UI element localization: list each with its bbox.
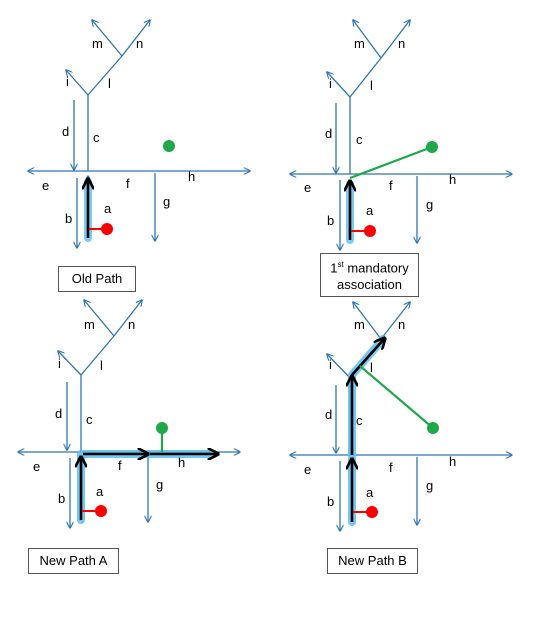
caption-ordinal-suffix: st <box>337 260 344 270</box>
gps-next-point <box>426 141 438 153</box>
gps-start-point <box>101 223 113 235</box>
caption-line-1: 1st mandatory <box>330 257 409 276</box>
caption-old-path: Old Path <box>58 266 136 292</box>
association-line <box>349 145 433 180</box>
label-d: d <box>55 406 62 421</box>
label-b: b <box>327 494 334 509</box>
road-links <box>290 302 512 531</box>
label-c: c <box>86 412 93 427</box>
label-f: f <box>389 178 393 193</box>
caption-first-mandatory-association: 1st mandatory association <box>320 253 419 297</box>
label-b: b <box>327 213 334 228</box>
label-l: l <box>100 358 103 373</box>
path-link-l <box>351 339 384 376</box>
gps-start-point <box>366 506 378 518</box>
label-g: g <box>426 197 433 212</box>
label-b: b <box>58 491 65 506</box>
caption-line-2: association <box>336 276 403 292</box>
caption-new-path-b: New Path B <box>327 548 418 574</box>
gps-start-point <box>364 225 376 237</box>
label-n: n <box>136 36 143 51</box>
label-m: m <box>84 317 95 332</box>
gps-start-point <box>95 505 107 517</box>
label-l: l <box>108 76 111 91</box>
label-d: d <box>325 126 332 141</box>
caption-new-path-a-text: New Path A <box>39 553 108 568</box>
label-a: a <box>366 485 374 500</box>
panel-new-path-b: m n i l d c e f h b a g <box>290 302 512 531</box>
label-g: g <box>156 477 163 492</box>
label-c: c <box>356 413 363 428</box>
label-d: d <box>62 124 69 139</box>
caption-old-path-text: Old Path <box>71 271 123 286</box>
label-e: e <box>33 459 40 474</box>
label-c: c <box>356 132 363 147</box>
label-c: c <box>93 130 100 145</box>
caption-new-path-a: New Path A <box>28 548 119 574</box>
label-f: f <box>126 176 130 191</box>
association-line <box>359 365 434 429</box>
label-g: g <box>426 478 433 493</box>
label-i: i <box>58 356 61 371</box>
road-links <box>290 20 512 250</box>
panel-old-path: m n i l d c e f h b a g <box>28 20 250 248</box>
label-n: n <box>398 36 405 51</box>
label-l: l <box>370 360 373 375</box>
label-l: l <box>370 78 373 93</box>
caption-ordinal-number: 1 <box>330 260 338 276</box>
label-b: b <box>65 211 72 226</box>
label-a: a <box>366 203 374 218</box>
label-g: g <box>163 194 170 209</box>
label-h: h <box>178 455 185 470</box>
gps-next-point <box>156 422 168 434</box>
label-i: i <box>66 74 69 89</box>
label-a: a <box>96 484 104 499</box>
label-d: d <box>325 407 332 422</box>
label-n: n <box>398 317 405 332</box>
label-m: m <box>92 36 103 51</box>
label-e: e <box>42 178 49 193</box>
label-m: m <box>354 317 365 332</box>
road-links <box>18 300 240 528</box>
label-h: h <box>449 454 456 469</box>
label-a: a <box>104 201 112 216</box>
gps-next-point <box>427 422 439 434</box>
label-h: h <box>188 169 195 184</box>
caption-line-1-rest: mandatory <box>343 260 409 276</box>
label-h: h <box>449 172 456 187</box>
panel-first-mandatory-association: m n i l d c e f h b a g <box>290 20 512 250</box>
label-f: f <box>389 460 393 475</box>
label-e: e <box>304 462 311 477</box>
gps-next-point <box>163 140 175 152</box>
label-i: i <box>329 76 332 91</box>
caption-new-path-b-text: New Path B <box>338 553 407 568</box>
label-m: m <box>354 36 365 51</box>
panel-new-path-a: m n i l d c e f h b a g <box>18 300 240 528</box>
label-n: n <box>128 317 135 332</box>
label-i: i <box>329 357 332 372</box>
label-f: f <box>118 458 122 473</box>
label-e: e <box>304 180 311 195</box>
